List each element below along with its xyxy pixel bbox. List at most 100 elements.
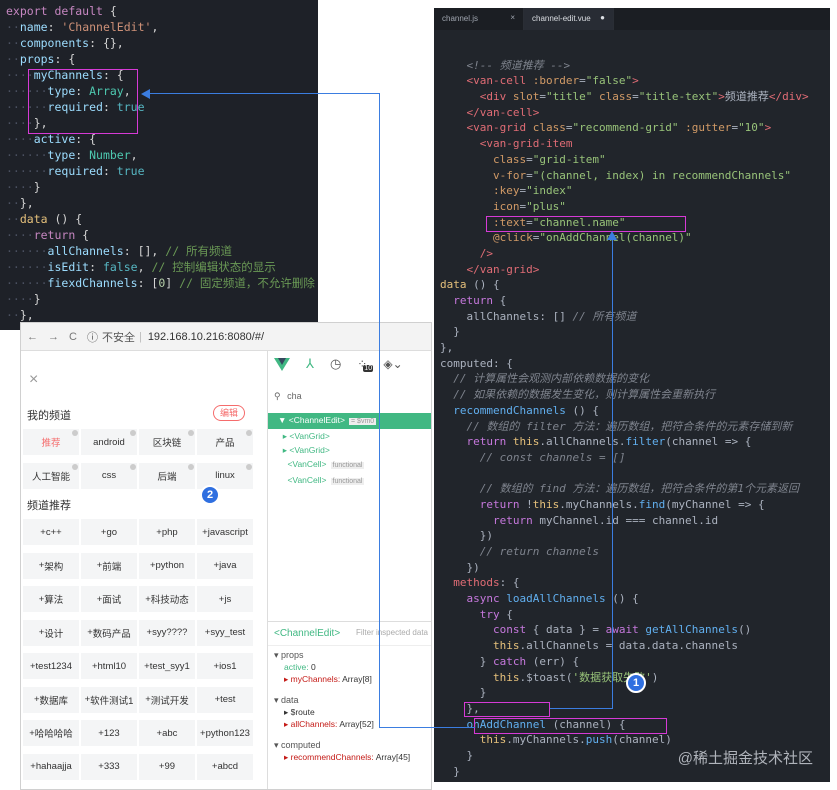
code-line: ······required: true	[6, 163, 318, 179]
prop-mychannels[interactable]: ▸ myChannels: Array[8]	[268, 673, 431, 685]
code-token: =	[731, 121, 739, 135]
tree-node[interactable]: ▸ <VanGrid>	[268, 443, 431, 457]
recommend-channel-item[interactable]: + ios1	[197, 653, 253, 679]
url-text[interactable]: 192.168.10.216:8080/#/	[147, 330, 265, 343]
recommend-channel-item[interactable]: + go	[81, 519, 137, 545]
code-token: this	[532, 497, 560, 511]
code-token: icon	[492, 199, 520, 213]
recommend-channel-item[interactable]: + abc	[139, 720, 195, 746]
left-code-editor[interactable]: export default {··name: 'ChannelEdit',··…	[0, 0, 318, 330]
tree-node[interactable]: <VanCell>functional	[268, 473, 431, 489]
filter-input[interactable]: Filter inspected data	[355, 628, 428, 637]
close-icon[interactable]: ×	[510, 13, 515, 22]
tree-node[interactable]: ▸ <VanGrid>	[268, 429, 431, 443]
code-token: ,	[130, 148, 138, 162]
recommend-channel-item[interactable]: + js	[197, 586, 253, 612]
watermark: @稀土掘金技术社区	[677, 750, 813, 767]
right-code-editor[interactable]: channel.js × channel-edit.vue ● <!-- 频道推…	[434, 8, 830, 782]
back-icon[interactable]: ←	[27, 330, 38, 343]
forward-icon[interactable]: →	[48, 330, 59, 343]
address-bar[interactable]: ← → C ⓘ 不安全 | 192.168.10.216:8080/#/	[21, 323, 431, 351]
my-channel-item[interactable]: 后端	[139, 462, 195, 489]
component-search[interactable]: ⚲ cha	[274, 391, 302, 402]
routing-icon[interactable]: ◈⌄	[383, 357, 403, 371]
close-icon[interactable]: ×	[29, 371, 39, 388]
my-channel-item[interactable]: android	[81, 429, 137, 455]
code-token: }	[440, 764, 460, 778]
recommend-channel-item[interactable]: + 123	[81, 720, 137, 746]
recommend-channel-item[interactable]: + python	[139, 552, 195, 579]
recommend-channel-item[interactable]: + html10	[81, 653, 137, 679]
recommend-channel-item[interactable]: + 面试	[81, 586, 137, 612]
code-token: ····	[6, 132, 34, 146]
channel-label: 算法	[44, 595, 64, 606]
recommend-channel-item[interactable]: + 软件测试1	[81, 686, 137, 713]
unsaved-dot-icon[interactable]: ●	[600, 13, 605, 22]
code-token: =	[526, 168, 533, 182]
vuex-icon[interactable]: ⁘10	[357, 357, 374, 372]
recommend-channel-item[interactable]: + 科技动态	[139, 586, 195, 612]
recommend-channel-item[interactable]: + 哈哈哈哈	[23, 720, 79, 746]
recommend-channel-item[interactable]: + test	[197, 686, 253, 713]
recommend-channel-item[interactable]: + php	[139, 519, 195, 545]
edit-button[interactable]: 编辑	[213, 405, 245, 421]
recommend-channel-item[interactable]: + java	[197, 552, 253, 579]
code-line: methods: {	[440, 575, 830, 591]
component-tree[interactable]: ▼ <ChannelEdit>= $vm0 ▸ <VanGrid> ▸ <Van…	[268, 413, 431, 489]
recommend-channel-item[interactable]: + 333	[81, 753, 137, 780]
my-channel-item[interactable]: 推荐	[23, 429, 79, 455]
step-two-badge: 2	[200, 485, 220, 505]
code-area[interactable]: <!-- 频道推荐 --> <van-cell :border="false">…	[434, 30, 830, 779]
code-token: !	[519, 497, 533, 511]
code-token: ······	[6, 244, 48, 258]
props-section[interactable]: ▾ props	[274, 650, 304, 660]
prop-allchannels[interactable]: ▸ allChannels: Array[52]	[268, 718, 431, 730]
tab-channel-js[interactable]: channel.js ×	[434, 8, 524, 30]
my-channel-item[interactable]: 产品	[197, 429, 253, 455]
channel-label: java	[219, 560, 237, 571]
my-channel-item[interactable]: 人工智能	[23, 462, 79, 489]
tree-node[interactable]: <VanCell>functional	[268, 457, 431, 473]
recommend-channel-item[interactable]: + 数据库	[23, 686, 79, 713]
my-channel-item[interactable]: 区块链	[139, 429, 195, 455]
channel-label: ios1	[219, 660, 237, 672]
recommend-channel-item[interactable]: + c++	[23, 519, 79, 545]
tab-channel-edit-vue[interactable]: channel-edit.vue ●	[524, 8, 614, 30]
plus-icon: +	[211, 761, 218, 772]
recommend-channel-item[interactable]: + python123	[197, 720, 253, 746]
code-token: allChannels	[47, 244, 124, 258]
my-channel-item[interactable]: css	[81, 462, 137, 489]
tree-node[interactable]: ▼ <ChannelEdit>= $vm0	[268, 413, 431, 429]
code-token: />	[479, 246, 493, 260]
prop-route[interactable]: ▸ $route	[268, 706, 431, 718]
code-token: recommendChannels	[453, 403, 566, 417]
code-token: }	[440, 748, 474, 762]
recommend-channel-item[interactable]: + abcd	[197, 753, 253, 780]
prop-recommend[interactable]: ▸ recommendChannels: Array[45]	[268, 751, 431, 763]
reload-icon[interactable]: C	[69, 330, 77, 343]
plus-icon: +	[29, 727, 35, 739]
recommend-channel-item[interactable]: + syy????	[139, 619, 195, 646]
my-channel-item[interactable]: linux	[197, 462, 253, 489]
recommend-channel-item[interactable]: + test_syy1	[139, 653, 195, 679]
recommend-channel-item[interactable]: + syy_test	[197, 619, 253, 646]
code-token: {	[75, 228, 90, 242]
recommend-channel-item[interactable]: + 架构	[23, 552, 79, 579]
history-icon[interactable]: ◷	[329, 356, 342, 371]
recommend-channel-item[interactable]: + 99	[139, 753, 195, 780]
recommend-channel-item[interactable]: + test1234	[23, 653, 79, 679]
recommend-channel-item[interactable]: + 数码产品	[81, 619, 137, 646]
info-icon[interactable]: ⓘ	[86, 331, 98, 344]
channel-label: 数据库	[39, 695, 69, 707]
inspected-component: <ChannelEdit> Filter inspected data	[268, 622, 431, 646]
computed-section[interactable]: ▾ computed	[274, 740, 321, 750]
search-input[interactable]: cha	[287, 391, 302, 401]
recommend-channel-item[interactable]: + 前端	[81, 552, 137, 579]
recommend-channel-item[interactable]: + javascript	[197, 519, 253, 545]
data-section[interactable]: ▾ data	[274, 695, 299, 705]
recommend-channel-item[interactable]: + 算法	[23, 586, 79, 612]
recommend-channel-item[interactable]: + hahaajja	[23, 753, 79, 780]
recommend-channel-item[interactable]: + 设计	[23, 619, 79, 646]
components-icon[interactable]: ⅄	[306, 356, 314, 371]
recommend-channel-item[interactable]: + 测试开发	[139, 686, 195, 713]
